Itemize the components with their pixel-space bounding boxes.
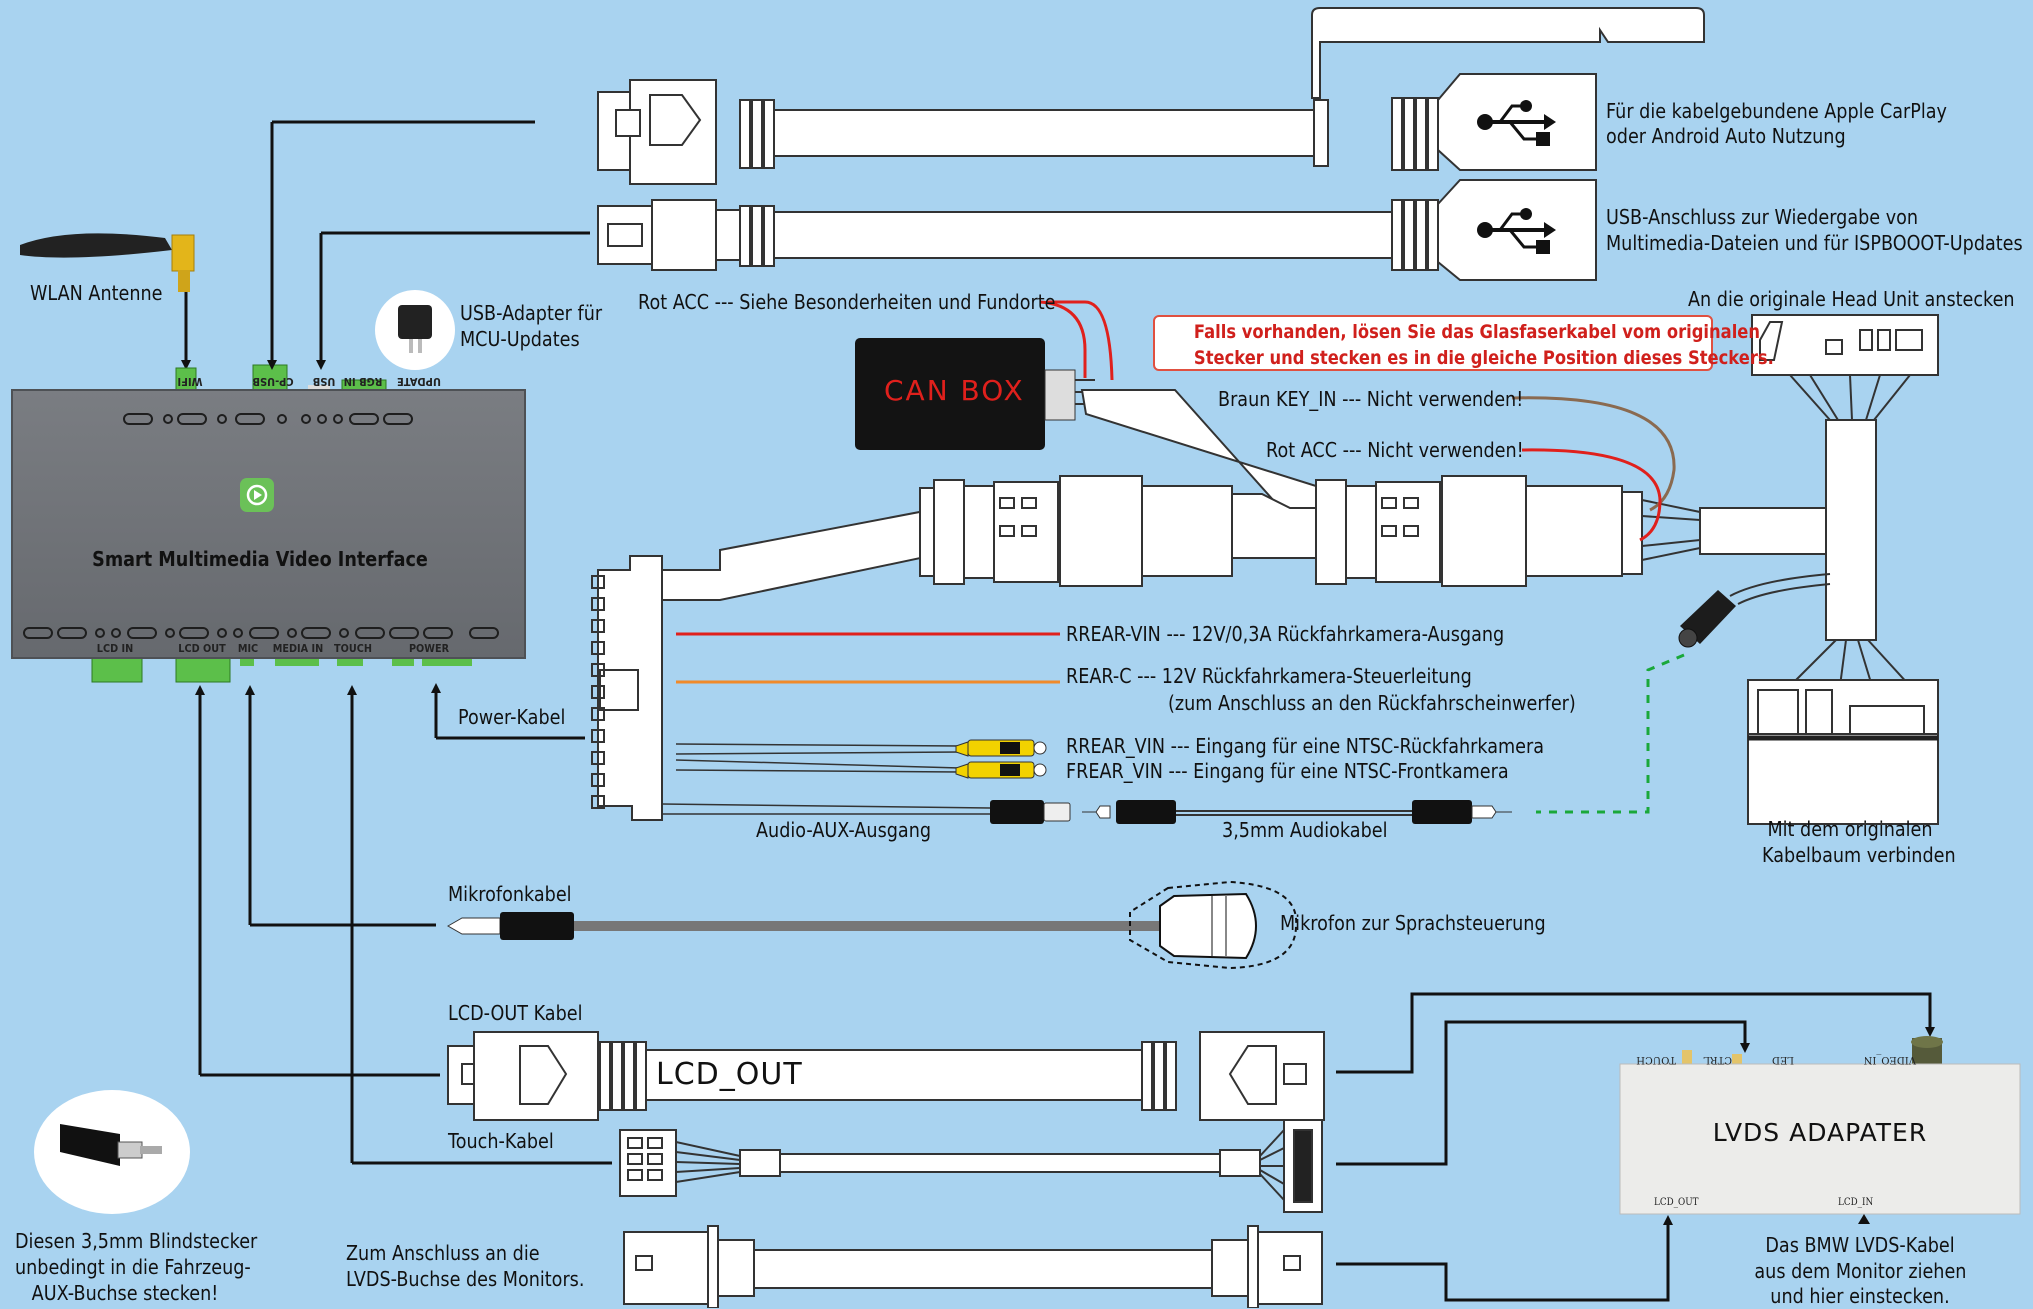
main-harness: [591, 475, 1831, 821]
lvds-adapter: [1619, 1036, 2021, 1215]
usb-adapter-label-2: MCU-Updates: [460, 327, 580, 351]
carplay-usb-cable: [597, 7, 1705, 185]
lvds-buchse-label-1: Zum Anschluss an die: [346, 1241, 540, 1265]
orig-harness-label-1: Mit dem originalen: [1767, 817, 1933, 841]
port-label-media-in: MEDIA IN: [272, 642, 324, 655]
blindstecker-label-3: AUX-Buchse stecken!: [31, 1281, 219, 1305]
rear-c-label-2: (zum Anschluss an den Rückfahrscheinwerf…: [1168, 691, 1576, 715]
touch-kabel-label: Touch-Kabel: [448, 1129, 554, 1153]
rear-c-label: REAR-C --- 12V Rückfahrkamera-Steuerleit…: [1066, 664, 1472, 688]
lvds-cable: [623, 1225, 1323, 1308]
port-label-mic: MIC: [237, 642, 259, 655]
device-title: Smart Multimedia Video Interface: [92, 547, 428, 571]
port-label-lcd-out: LCD OUT: [178, 642, 226, 655]
bmw-lvds-label-3: und hier einstecken.: [1770, 1284, 1950, 1308]
usb-media-label-2: Multimedia-Dateien und für ISPBOOOT-Upda…: [1606, 231, 2023, 255]
rrear-vin-input-label: RREAR_VIN --- Eingang für eine NTSC-Rück…: [1066, 734, 1545, 758]
braun-key-in-label: Braun KEY_IN --- Nicht verwenden!: [1218, 387, 1524, 411]
port-label-touch: TOUCH: [334, 642, 372, 655]
lvds-port-led: LED: [1772, 1054, 1794, 1065]
aux-jack: [1678, 590, 1736, 648]
lvds-port-lcd-in: LCD_IN: [1838, 1197, 1874, 1208]
lcd-out-cable: [447, 1031, 1325, 1121]
port-label-rgb-in: RGB IN: [343, 375, 383, 388]
port-label-wifi: WIFI: [177, 375, 203, 388]
port-label-lcd-in: LCD IN: [96, 642, 134, 655]
usb-adapter-icon: [375, 290, 455, 370]
lvds-port-ctrl: CTRL: [1703, 1054, 1733, 1065]
carplay-label-1: Für die kabelgebundene Apple CarPlay: [1606, 99, 1947, 123]
microphone-cable: [446, 880, 1298, 970]
rrear-vin-label: RREAR-VIN --- 12V/0,3A Rückfahrkamera-Au…: [1066, 622, 1505, 646]
can-box-label: CAN BOX: [884, 374, 1025, 407]
power-kabel-label: Power-Kabel: [458, 705, 566, 729]
warning-line-2: Stecker und stecken es in die gleiche Po…: [1193, 347, 1774, 369]
wlan-label: WLAN Antenne: [30, 281, 163, 305]
fiber-optic-warning: Falls vorhanden, lösen Sie das Glasfaser…: [1153, 315, 1774, 371]
rot-acc-mid-label: Rot ACC --- Nicht verwenden!: [1266, 438, 1524, 462]
bmw-lvds-label-2: aus dem Monitor ziehen: [1754, 1259, 1967, 1283]
frear-vin-label: FREAR_VIN --- Eingang für eine NTSC-Fron…: [1066, 759, 1509, 783]
multimedia-interface-box: [11, 364, 526, 683]
blindstecker-label-1: Diesen 3,5mm Blindstecker: [15, 1229, 258, 1253]
blind-plug-icon: [34, 1090, 190, 1214]
orig-harness-label-2: Kabelbaum verbinden: [1762, 843, 1956, 867]
usb-adapter-label-1: USB-Adapter für: [460, 301, 603, 325]
head-unit-label: An die originale Head Unit anstecken: [1688, 287, 2015, 311]
touch-cable: [619, 1119, 1323, 1213]
lvds-port-video-in: VIDEO_IN: [1863, 1054, 1916, 1065]
audiokabel-label: 3,5mm Audiokabel: [1222, 818, 1388, 842]
mikrofon-label: Mikrofon zur Sprachsteuerung: [1280, 911, 1546, 935]
lcd-out-kabel-label: LCD-OUT Kabel: [448, 1001, 583, 1025]
lvds-port-lcd-out: LCD_OUT: [1654, 1197, 1699, 1208]
audio-cable-3-5mm: [1082, 800, 1512, 824]
audio-aux-socket: [990, 800, 1071, 824]
port-label-update: UPDATE: [397, 375, 441, 388]
rot-acc-top-label: Rot ACC --- Siehe Besonderheiten und Fun…: [638, 290, 1056, 314]
blindstecker-label-2: unbedingt in die Fahrzeug-: [15, 1255, 251, 1279]
warning-line-1: Falls vorhanden, lösen Sie das Glasfaser…: [1193, 321, 1761, 343]
lvds-adapter-title: LVDS ADAPATER: [1712, 1118, 1928, 1147]
lvds-port-touch: TOUCH: [1636, 1054, 1676, 1065]
rca-plugs: [675, 739, 1047, 779]
head-unit-connector: [1747, 314, 1939, 825]
port-label-usb: USB: [312, 375, 336, 388]
bmw-lvds-label-1: Das BMW LVDS-Kabel: [1765, 1233, 1955, 1257]
audio-aux-label: Audio-AUX-Ausgang: [756, 818, 932, 842]
media-usb-cable: [597, 179, 1597, 281]
port-label-power: POWER: [408, 642, 450, 655]
lcd-out-cable-text: LCD_OUT: [656, 1057, 803, 1092]
usb-media-label-1: USB-Anschluss zur Wiedergabe von: [1606, 205, 1919, 229]
wlan-antenna: [20, 233, 195, 370]
lvds-buchse-label-2: LVDS-Buchse des Monitors.: [346, 1267, 585, 1291]
port-label-cp-usb: CP-USB: [252, 375, 294, 388]
mikrofonkabel-label: Mikrofonkabel: [448, 882, 572, 906]
carplay-label-2: oder Android Auto Nutzung: [1606, 124, 1846, 148]
